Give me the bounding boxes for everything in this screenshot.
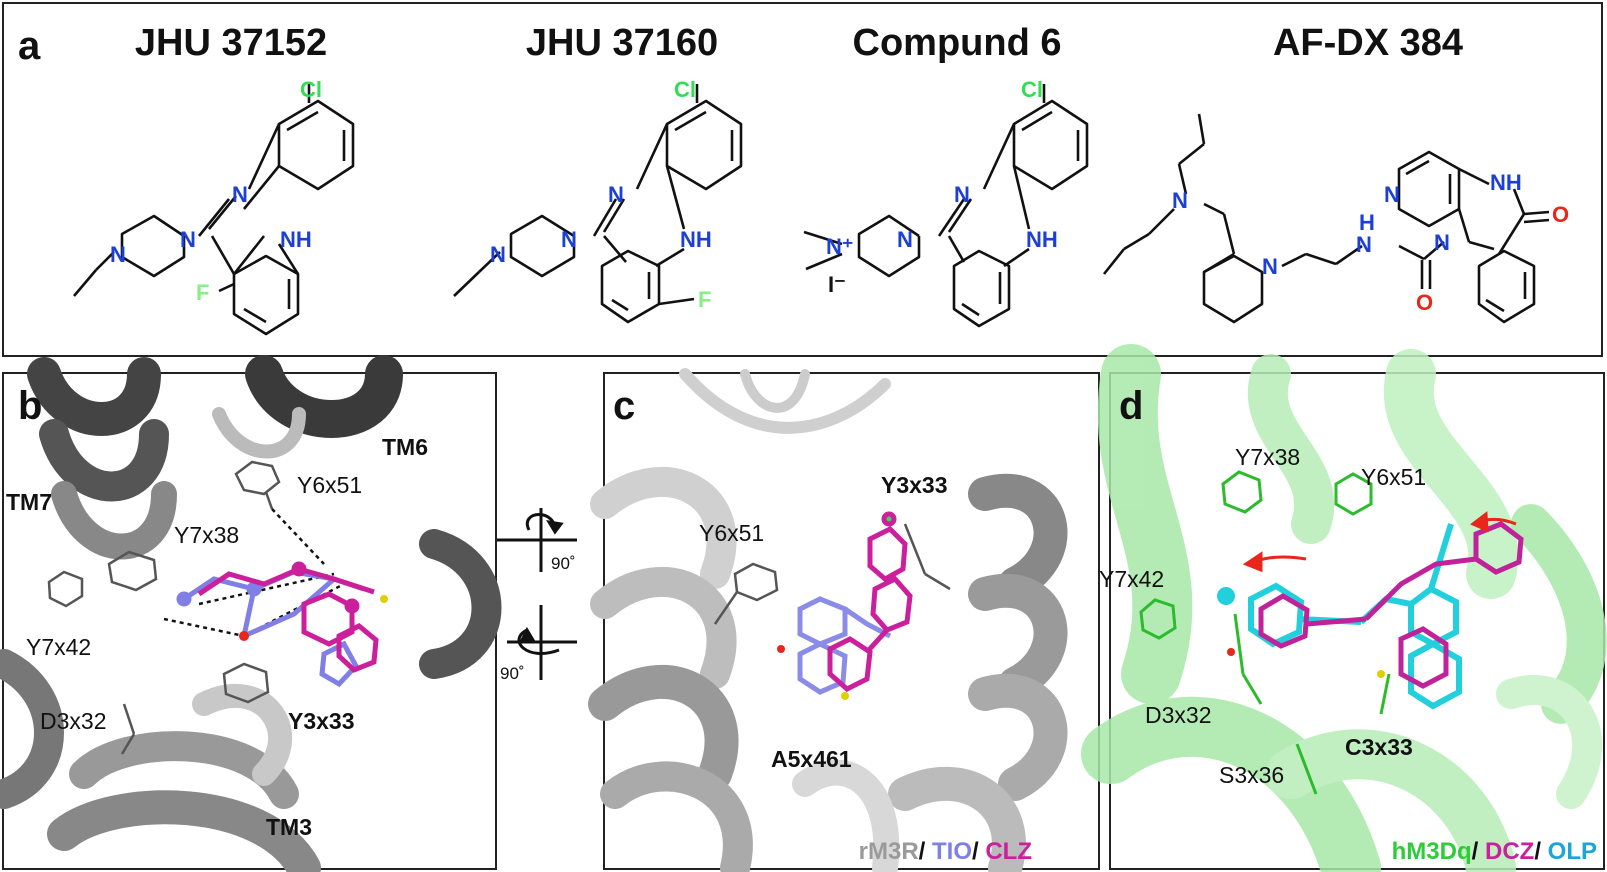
label-y7x42-d: Y7x42 — [1099, 566, 1165, 592]
fluoro-benzene-ring-2 — [600, 249, 661, 324]
legend-d-dcz: DCZ — [1484, 838, 1535, 865]
molecule-bonds — [73, 84, 1550, 336]
helix-tm7-top — [27, 357, 161, 436]
rotate-y-icon — [507, 605, 577, 680]
m3-n2: N — [897, 227, 913, 252]
m3-nh: NH — [1026, 227, 1058, 252]
label-y7x38: Y7x38 — [174, 522, 240, 548]
compound-title-3: Compund 6 — [852, 22, 1062, 64]
shift-arrows — [1242, 511, 1517, 573]
label-d3x32: D3x32 — [40, 708, 107, 734]
rotation-bottom-label: 90˚ — [500, 664, 525, 683]
panel-c-render — [588, 368, 1068, 872]
m1-n1: N — [232, 182, 248, 207]
legend-c-sep1: / — [918, 838, 932, 865]
clz-ligand-c — [827, 511, 913, 692]
fluoro-benzene-ring-1 — [232, 254, 300, 336]
rotation-icons — [497, 508, 577, 680]
m3-cl: Cl — [1021, 77, 1043, 102]
panel-c-label: c — [613, 384, 636, 428]
dcz-ligand — [1258, 521, 1524, 689]
m4-o2: O — [1416, 290, 1434, 315]
compound-title-2: JHU 37160 — [525, 22, 719, 64]
legend-d-olp: OLP — [1547, 838, 1597, 865]
m4-n-ring: N — [1434, 230, 1450, 255]
benzene-ring-3 — [952, 249, 1011, 328]
panel-d-binding-site: d Y7x38 Y6x51 Y7x42 D3x32 C3x33 S3x36 hM… — [1081, 344, 1607, 872]
m1-n2: N — [180, 227, 196, 252]
legend-c-tio: TIO — [932, 838, 972, 865]
helix-left — [0, 649, 64, 809]
label-tm6: TM6 — [382, 434, 428, 460]
m4-n-amine: N — [1172, 188, 1188, 213]
compound-title-4: AF-DX 384 — [1272, 22, 1464, 64]
label-y7x38-d: Y7x38 — [1235, 444, 1301, 470]
panel-c-binding-site: c Y3x33 Y6x51 A5x461 rM3R/ TIO/ CLZ — [588, 368, 1100, 872]
label-tm3: TM3 — [266, 814, 312, 840]
rotation-top-label: 90˚ — [551, 554, 576, 573]
clz-ligand — [197, 561, 379, 673]
legend-c-rm3r: rM3R — [858, 838, 919, 865]
legend-c: rM3R/ TIO/ CLZ — [859, 840, 1032, 864]
legend-d-sep2: / — [1534, 838, 1548, 865]
panel-d-render — [1081, 344, 1607, 872]
m1-cl: Cl — [300, 77, 322, 102]
compound-title-1: JHU 37152 — [134, 22, 328, 64]
label-a5x461: A5x461 — [771, 746, 852, 772]
m4-n-pyridine: N — [1384, 182, 1400, 207]
m1-nh: NH — [280, 227, 312, 252]
legend-d: hM3Dq/ DCZ/ OLP — [1392, 840, 1597, 864]
m4-o1: O — [1552, 202, 1570, 227]
m3-n1: N — [954, 182, 970, 207]
label-y6x51-d: Y6x51 — [1361, 464, 1427, 490]
m2-f: F — [698, 287, 712, 312]
label-y6x51: Y6x51 — [297, 472, 363, 498]
tio-ligand-c — [797, 596, 892, 695]
m2-n1: N — [608, 182, 624, 207]
panel-b-label: b — [18, 384, 43, 428]
m4-n-piperidine: N — [1262, 254, 1278, 279]
panel-b-render — [0, 355, 502, 872]
m4-h: H — [1359, 210, 1375, 235]
label-s3x36: S3x36 — [1219, 762, 1285, 788]
m2-n2: N — [561, 227, 577, 252]
m3-iodide: I⁻ — [828, 272, 846, 297]
helix-green-bottom — [1081, 696, 1381, 872]
m1-n3: N — [110, 242, 126, 267]
label-y7x42: Y7x42 — [26, 634, 92, 660]
label-d3x32-d: D3x32 — [1145, 702, 1212, 728]
label-y6x51-c: Y6x51 — [699, 520, 765, 546]
legend-c-sep2: / — [972, 838, 986, 865]
m4-nh-top: NH — [1490, 170, 1522, 195]
benzo-ring-4 — [1477, 249, 1536, 324]
m3-nplus: N⁺ — [826, 234, 854, 259]
m1-f: F — [196, 280, 210, 305]
panel-b-binding-site: b TM6 Y6x51 TM7 Y7x38 Y7x42 D3x32 Y3x33 … — [0, 355, 502, 872]
helix-right — [419, 529, 502, 679]
legend-d-hm3dq: hM3Dq — [1391, 838, 1472, 865]
helix-green-left — [1097, 344, 1193, 704]
label-c3x33: C3x33 — [1345, 734, 1413, 760]
panel-a-label: a — [18, 24, 41, 68]
label-y3x33-c: Y3x33 — [881, 472, 948, 498]
panel-a-structures: a JHU 37152 JHU 37160 Compund 6 AF-DX 38… — [2, 2, 1603, 357]
helix-tm6-top — [245, 355, 403, 438]
m2-cl: Cl — [674, 77, 696, 102]
panel-d-label: d — [1119, 384, 1144, 428]
helix-right — [968, 473, 1068, 601]
label-tm7: TM7 — [6, 489, 52, 515]
helix-left-top — [590, 466, 737, 589]
legend-d-sep1: / — [1471, 838, 1485, 865]
label-y3x33: Y3x33 — [288, 708, 355, 734]
legend-c-clz: CLZ — [985, 838, 1032, 865]
m4-nh-n: N — [1356, 232, 1372, 257]
m2-n3: N — [490, 242, 506, 267]
rotate-x-icon — [497, 508, 577, 572]
m2-nh: NH — [680, 227, 712, 252]
